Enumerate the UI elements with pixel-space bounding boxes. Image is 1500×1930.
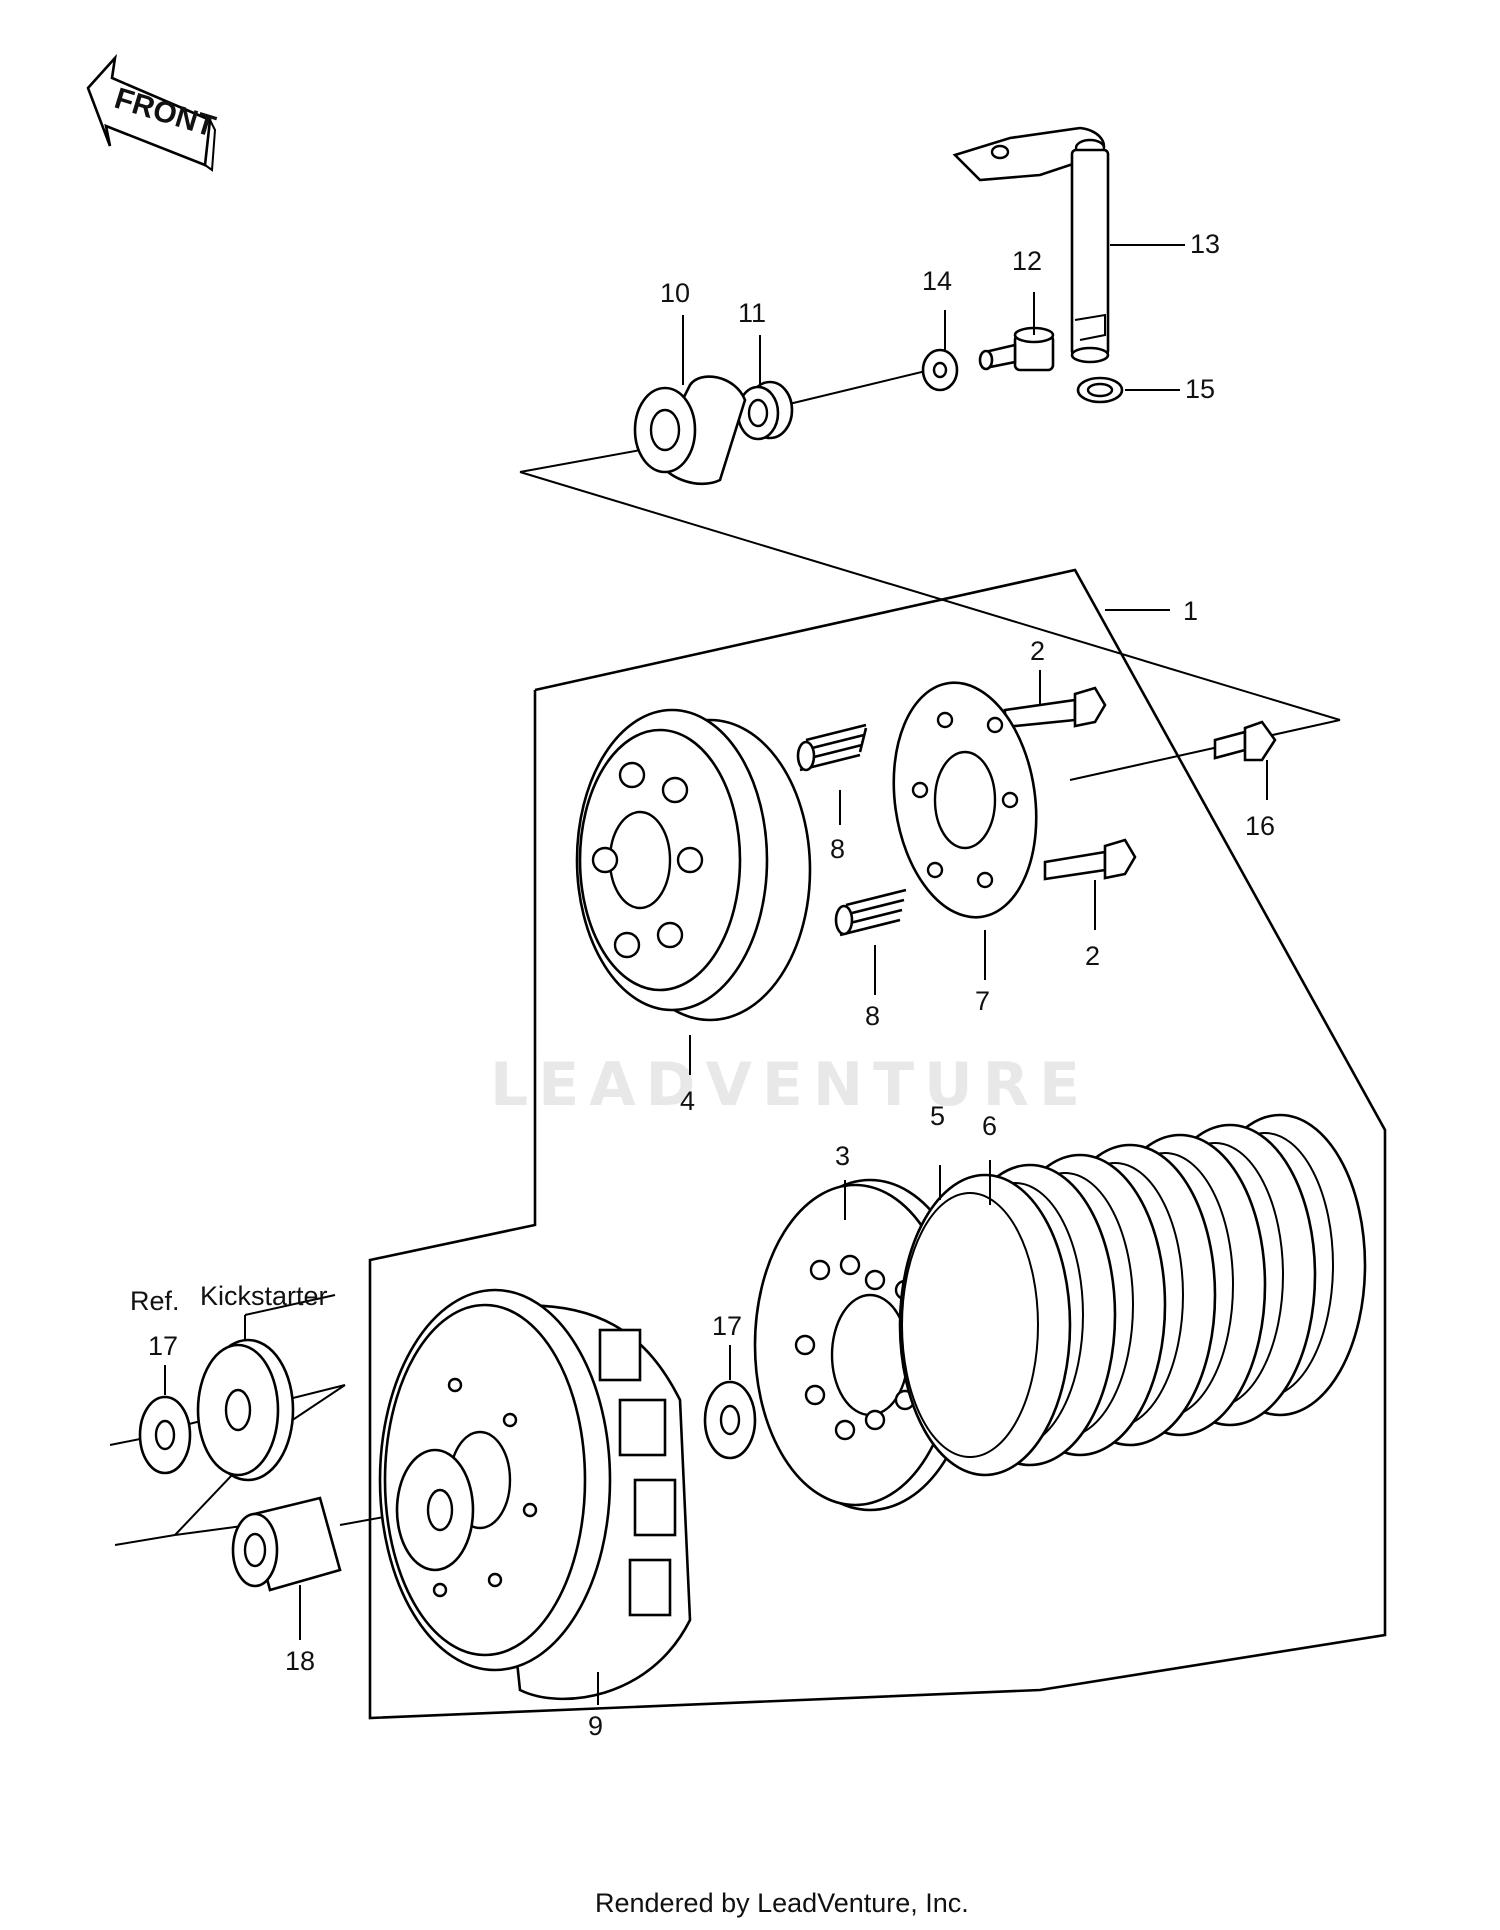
part-13-release-lever	[952, 126, 1110, 364]
part-4-clutch-hub	[575, 708, 812, 1022]
part-2-bolt-lower	[1043, 838, 1137, 881]
callout-3: 3	[835, 1141, 850, 1171]
ref-label: Ref.	[130, 1286, 180, 1316]
callout-13: 13	[1190, 229, 1220, 259]
friction-plate-stack	[898, 1113, 1367, 1477]
part-9-clutch-housing	[378, 1288, 692, 1701]
callout-10: 10	[660, 278, 690, 308]
watermark: LEADVENTURE	[490, 1050, 1090, 1120]
callout-leaders	[164, 244, 1268, 1705]
callout-17-left: 17	[148, 1331, 178, 1361]
callout-15: 15	[1185, 374, 1215, 404]
part-12-push-rod	[978, 326, 1055, 372]
part-2-bolt-upper	[1003, 686, 1107, 729]
callout-17-right: 17	[712, 1311, 742, 1341]
part-11-bearing	[736, 380, 794, 441]
callout-16: 16	[1245, 811, 1275, 841]
callout-5: 5	[930, 1101, 945, 1131]
part-10-cap	[633, 375, 747, 486]
callout-8-lower: 8	[865, 1001, 880, 1031]
footer-credit: Rendered by LeadVenture, Inc.	[595, 1888, 969, 1918]
callout-2-upper: 2	[1030, 636, 1045, 666]
part-8-spring-upper	[796, 723, 868, 772]
part-16-bolt	[1213, 720, 1277, 762]
callout-4: 4	[680, 1086, 695, 1116]
part-3-clutch-plate	[753, 1178, 977, 1512]
callout-9: 9	[588, 1711, 603, 1741]
callout-18: 18	[285, 1646, 315, 1676]
callout-14: 14	[922, 266, 952, 296]
callout-6: 6	[982, 1111, 997, 1141]
callout-12: 12	[1012, 246, 1042, 276]
kickstarter-label: Kickstarter	[200, 1281, 328, 1311]
part-8-spring-lower	[834, 888, 907, 937]
callout-11: 11	[738, 298, 766, 328]
kickstarter-gear	[196, 1338, 295, 1482]
callout-8-upper: 8	[830, 834, 845, 864]
callout-2-lower: 2	[1085, 941, 1100, 971]
callout-1: 1	[1183, 596, 1198, 626]
part-7-pressure-plate	[892, 681, 1038, 919]
part-18-collar	[231, 1496, 342, 1592]
callout-7: 7	[975, 986, 990, 1016]
callout-labels: 1 2 2 3 4 5 6 7 8 8 9 10 11 12 13 14 15 …	[130, 229, 1275, 1741]
front-arrow: FRONT	[86, 53, 219, 172]
